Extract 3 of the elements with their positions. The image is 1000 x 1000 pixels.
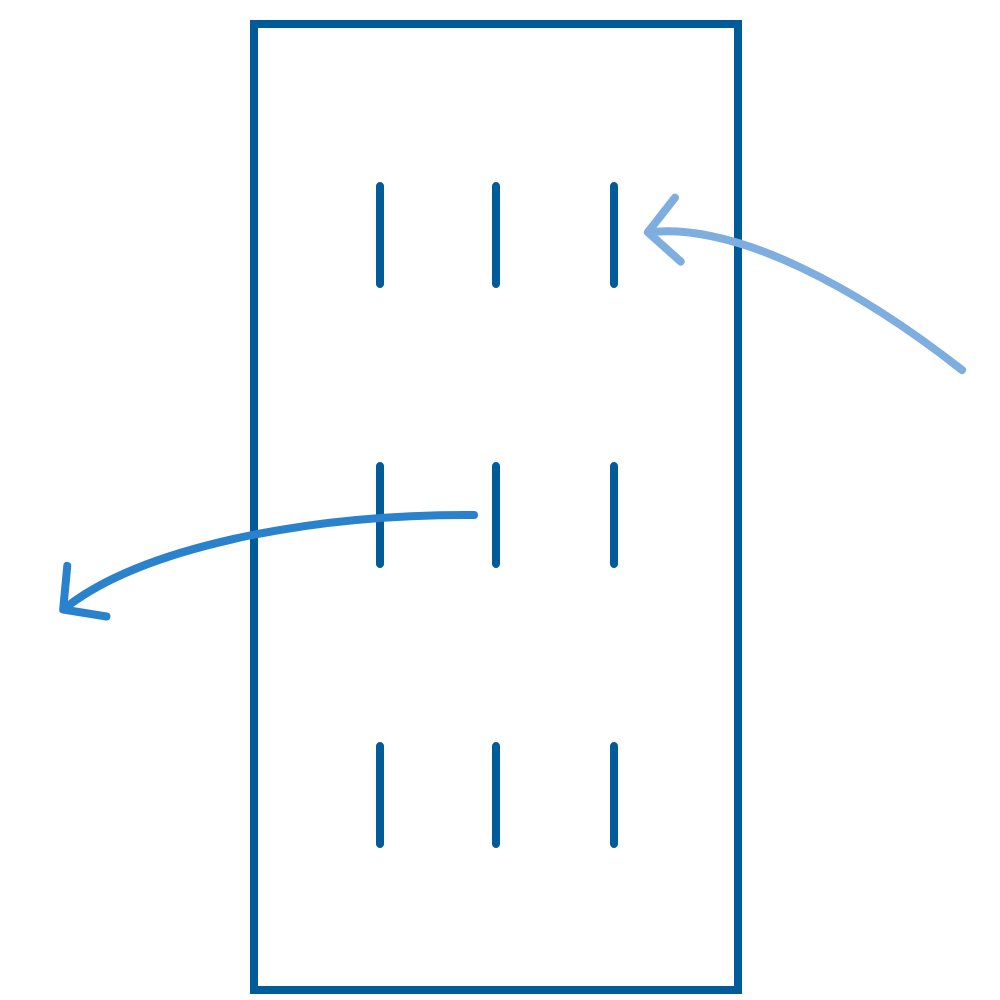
rectangle-frame: [250, 20, 742, 994]
curved-arrow: [59, 510, 478, 621]
curved-arrow: [643, 193, 966, 374]
